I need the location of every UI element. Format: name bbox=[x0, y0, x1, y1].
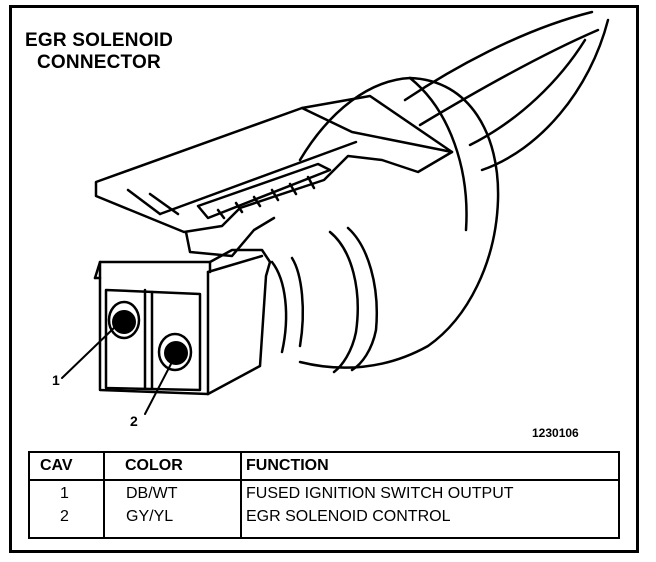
connector-face bbox=[93, 248, 272, 396]
locking-tab bbox=[94, 94, 454, 258]
cell-function: FUSED IGNITION SWITCH OUTPUT bbox=[246, 485, 514, 502]
column-divider bbox=[240, 453, 242, 539]
callout-1: 1 bbox=[52, 372, 60, 388]
callout-2: 2 bbox=[130, 413, 138, 429]
diagram-frame bbox=[9, 5, 639, 553]
header-cav: CAV bbox=[40, 457, 73, 474]
terminal-1 bbox=[112, 310, 136, 334]
pinout-table: CAV COLOR FUNCTION 1 DB/WT FUSED IGNITIO… bbox=[28, 451, 620, 539]
connector-barrel bbox=[270, 76, 500, 374]
figure-id: 1230106 bbox=[532, 426, 579, 440]
column-divider bbox=[103, 453, 105, 539]
wire-harness bbox=[403, 10, 610, 172]
leader-line-2 bbox=[144, 361, 173, 415]
header-color: COLOR bbox=[125, 457, 183, 474]
cavity-openings bbox=[107, 300, 193, 372]
title-line-2: CONNECTOR bbox=[37, 52, 161, 73]
table-row: 1 DB/WT FUSED IGNITION SWITCH OUTPUT bbox=[30, 485, 618, 507]
cell-color: DB/WT bbox=[126, 485, 178, 502]
table-header: CAV COLOR FUNCTION bbox=[30, 453, 618, 481]
header-function: FUNCTION bbox=[246, 457, 329, 474]
leader-line-1 bbox=[61, 325, 117, 379]
terminal-2 bbox=[164, 341, 188, 365]
table-row: 2 GY/YL EGR SOLENOID CONTROL bbox=[30, 508, 618, 530]
cell-cav: 2 bbox=[60, 508, 69, 525]
title-line-1: EGR SOLENOID bbox=[25, 30, 174, 51]
cell-function: EGR SOLENOID CONTROL bbox=[246, 508, 451, 525]
diagram-title: EGR SOLENOID CONNECTOR bbox=[25, 30, 173, 74]
cell-cav: 1 bbox=[60, 485, 69, 502]
cell-color: GY/YL bbox=[126, 508, 174, 525]
